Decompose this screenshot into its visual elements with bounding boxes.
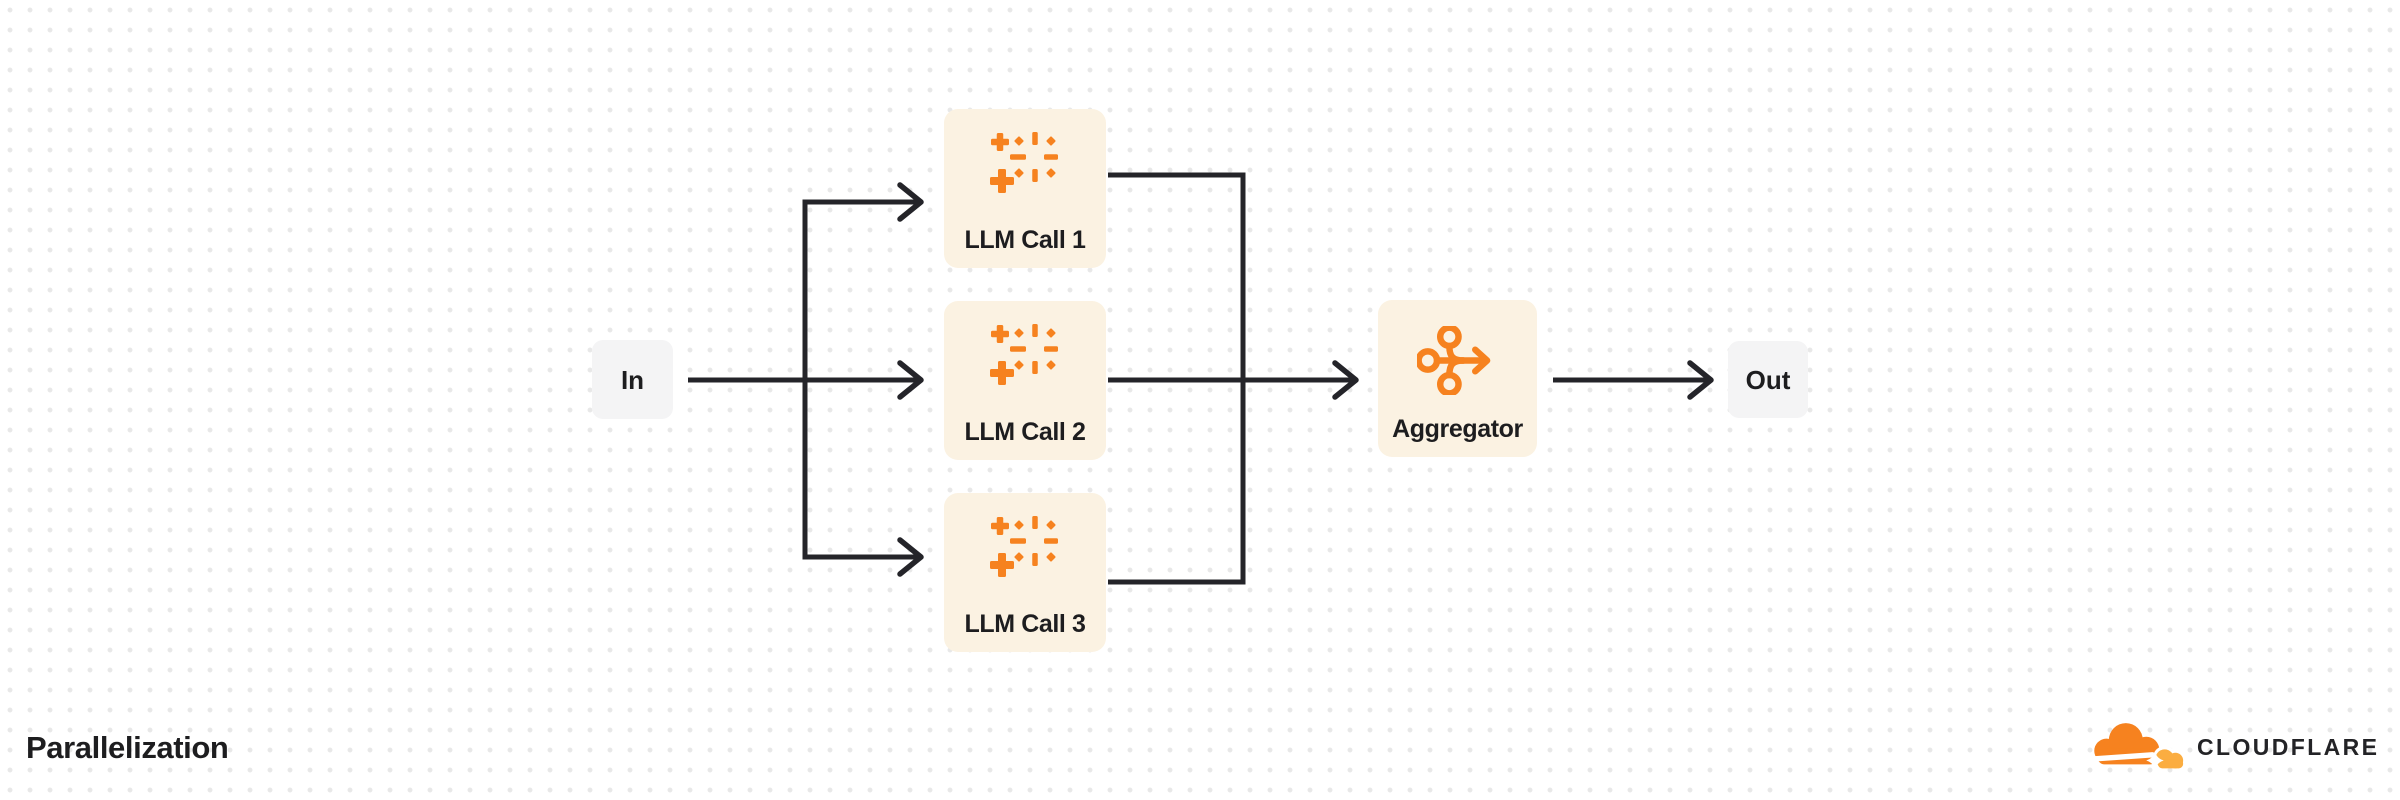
sparkle-icon bbox=[987, 513, 1063, 594]
edge-in-to-llm1 bbox=[802, 199, 918, 380]
node-in: In bbox=[592, 340, 673, 419]
sparkle-icon bbox=[987, 321, 1063, 402]
sparkle-icon bbox=[987, 129, 1063, 210]
arrowhead-icon bbox=[1332, 360, 1359, 400]
arrowhead-icon bbox=[897, 360, 924, 400]
node-aggregator-label: Aggregator bbox=[1392, 415, 1523, 443]
node-llm-call-2: LLM Call 2 bbox=[944, 301, 1106, 460]
diagram-title: Parallelization bbox=[26, 730, 229, 765]
cloudflare-logo-text: CLOUDFLARE bbox=[2197, 734, 2380, 760]
node-llm-call-3: LLM Call 3 bbox=[944, 493, 1106, 652]
merge-arrow-icon bbox=[1414, 324, 1499, 400]
node-out-label: Out bbox=[1745, 364, 1791, 395]
arrowhead-icon bbox=[897, 182, 924, 222]
cloudflare-logo: CLOUDFLARE bbox=[2086, 719, 2379, 776]
node-aggregator: Aggregator bbox=[1378, 300, 1537, 457]
node-in-label: In bbox=[620, 364, 645, 395]
arrowhead-icon bbox=[897, 537, 924, 577]
node-llm-call-1-label: LLM Call 1 bbox=[964, 226, 1086, 254]
node-out: Out bbox=[1728, 341, 1808, 418]
node-llm-call-3-label: LLM Call 3 bbox=[964, 610, 1086, 638]
node-llm-call-1: LLM Call 1 bbox=[944, 109, 1106, 268]
cloudflare-cloud-icon bbox=[2086, 719, 2188, 776]
arrowhead-icon bbox=[1687, 360, 1714, 400]
edge-in-to-llm3 bbox=[802, 380, 918, 560]
node-llm-call-2-label: LLM Call 2 bbox=[964, 418, 1086, 446]
